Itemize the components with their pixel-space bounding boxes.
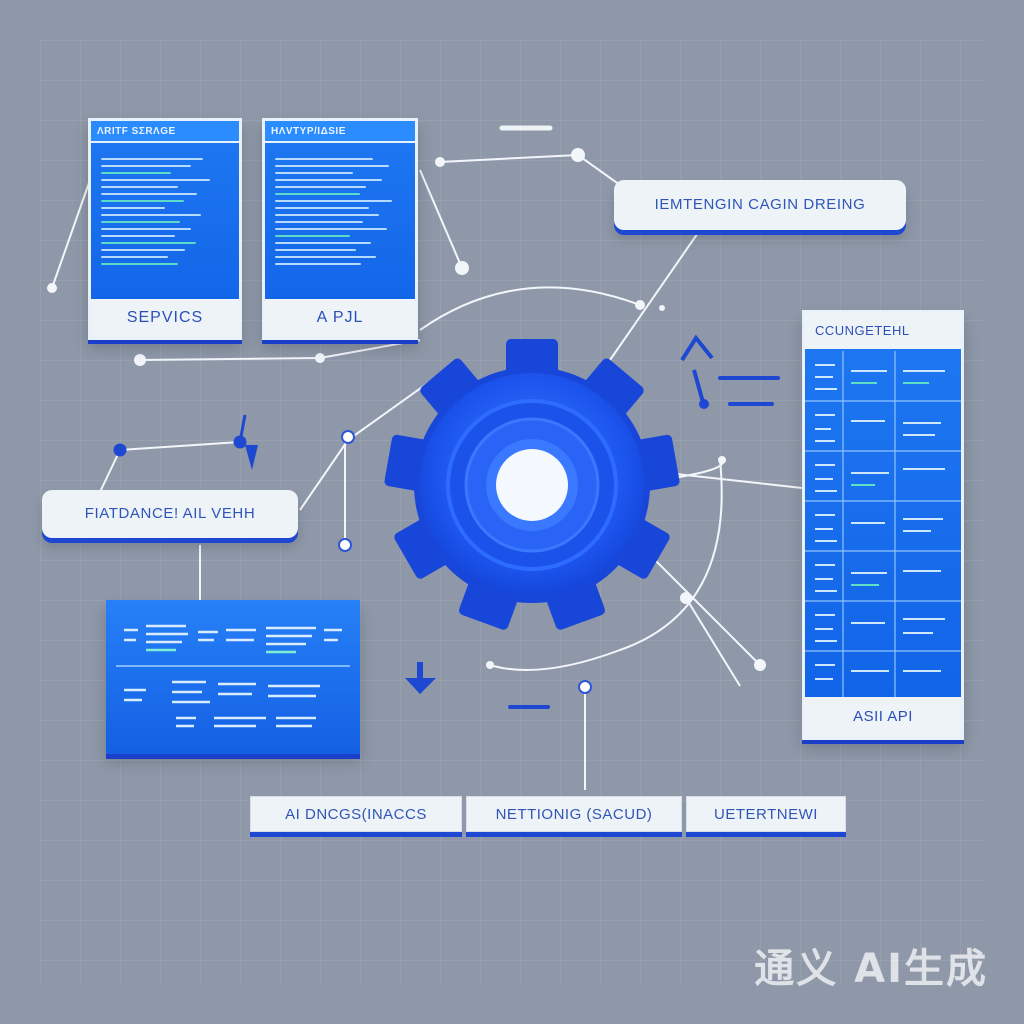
management-label: IEMTENGIN CAGIN DREING	[614, 180, 906, 230]
bottom-tab-2: NETTIONIG (SACUD)	[466, 796, 682, 832]
config-panel: CCUNGETEHL	[802, 310, 964, 740]
api-panel-title: A PJL	[265, 299, 415, 337]
feature-label: FIATDANCE! AIL VEHH	[42, 490, 298, 538]
services-code-lines	[101, 153, 229, 291]
bottom-tab-3: UETERTNEWI	[686, 796, 846, 832]
services-panel-header: ΛRITF SΣRΛGE	[91, 121, 239, 143]
config-table-grid	[805, 351, 961, 697]
gear-icon	[384, 339, 680, 630]
api-panel-header: ΗΛVΤΥΡ/ΙΔSΙΕ	[265, 121, 415, 143]
config-panel-title: CCUNGETEHL	[805, 313, 961, 349]
data-block-panel	[106, 600, 360, 754]
api-code-lines	[275, 153, 405, 291]
config-panel-footer: ASII API	[805, 697, 961, 737]
services-panel: ΛRITF SΣRΛGE SEPVICS	[88, 118, 242, 340]
watermark: 通义 AI生成	[754, 946, 988, 992]
bottom-tab-1: AI DNCGS(INACCS	[250, 796, 462, 832]
data-block-glyphs	[116, 624, 350, 728]
services-panel-title: SEPVICS	[91, 299, 239, 337]
api-panel: ΗΛVΤΥΡ/ΙΔSΙΕ A PJL	[262, 118, 418, 340]
